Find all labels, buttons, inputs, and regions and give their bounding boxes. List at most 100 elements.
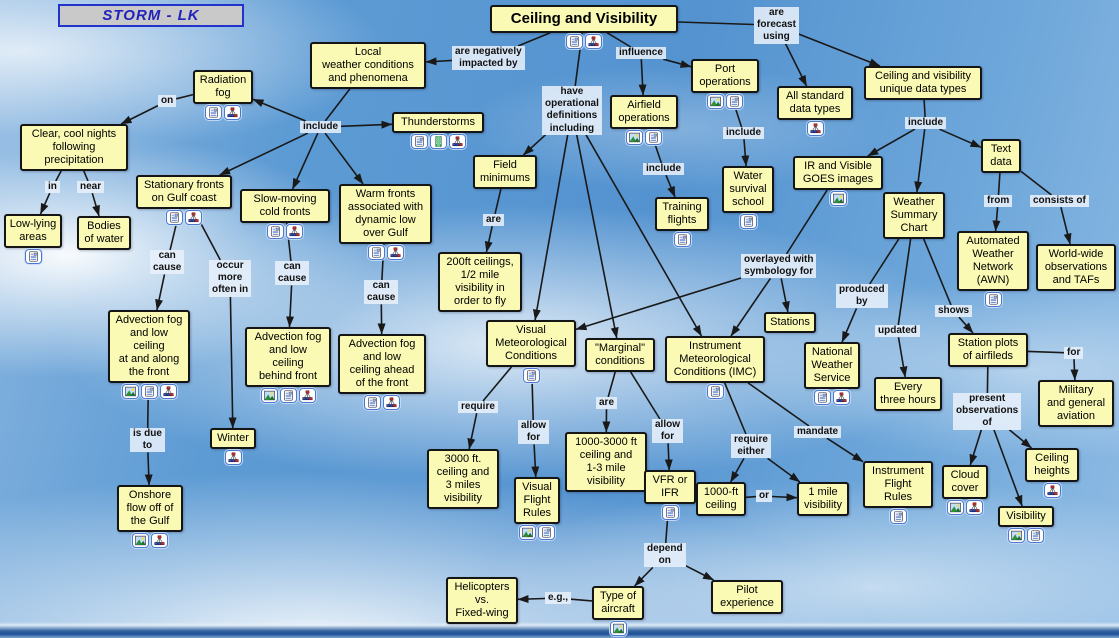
document-resource-icon[interactable]: [739, 213, 757, 229]
concept-node-warmfronts[interactable]: Warm fronts associated with dynamic low …: [339, 184, 432, 260]
concept-map-icon[interactable]: [386, 244, 404, 260]
link-label-L_cc3[interactable]: can cause: [364, 280, 399, 305]
concept-node-airfield[interactable]: Airfield operations: [610, 95, 678, 145]
concept-node-thunder[interactable]: Thunderstorms: [392, 112, 484, 149]
link-label-L_influence[interactable]: influence: [616, 47, 666, 60]
concept-node-cloudcover[interactable]: Cloud cover: [942, 465, 988, 515]
link-label-L_reqeither[interactable]: require either: [731, 434, 771, 459]
link-label-L_areneg[interactable]: are negatively impacted by: [452, 46, 525, 71]
concept-node-winter[interactable]: Winter: [210, 428, 256, 465]
concept-node-imc[interactable]: Instrument Meteorological Conditions (IM…: [665, 336, 765, 399]
document-resource-icon[interactable]: [267, 223, 284, 239]
link-label-L_on[interactable]: on: [158, 95, 177, 108]
link-label-L_near[interactable]: near: [77, 181, 105, 194]
concept-node-slowmov[interactable]: Slow-moving cold fronts: [240, 189, 330, 239]
concept-map-icon[interactable]: [224, 104, 241, 120]
document-resource-icon[interactable]: [538, 524, 555, 540]
image-resource-icon[interactable]: [626, 129, 643, 145]
link-label-L_allowmarg[interactable]: allow for: [652, 419, 684, 444]
concept-node-ceil200[interactable]: 200ft ceilings, 1/2 mile visibility in o…: [438, 252, 522, 312]
concept-node-statfronts[interactable]: Stationary fronts on Gulf coast: [136, 175, 232, 225]
document-resource-icon[interactable]: [726, 93, 743, 109]
link-label-L_shows[interactable]: shows: [935, 305, 973, 318]
link-label-L_allowvmc[interactable]: allow for: [518, 420, 550, 445]
image-resource-icon[interactable]: [829, 190, 847, 206]
concept-node-stations[interactable]: Stations: [764, 312, 816, 333]
video-resource-icon[interactable]: [429, 133, 447, 149]
document-resource-icon[interactable]: [364, 394, 381, 410]
concept-map-icon[interactable]: [185, 209, 202, 225]
concept-node-worldwide[interactable]: World-wide observations and TAFs: [1036, 244, 1116, 291]
concept-node-advahead[interactable]: Advection fog and low ceiling ahead of t…: [338, 334, 426, 410]
concept-node-vmc[interactable]: Visual Meteorological Conditions: [486, 320, 576, 383]
document-resource-icon[interactable]: [205, 104, 222, 120]
concept-node-c3000[interactable]: 3000 ft. ceiling and 3 miles visibility: [427, 449, 499, 509]
document-resource-icon[interactable]: [706, 383, 724, 399]
concept-map-icon[interactable]: [585, 33, 602, 49]
concept-node-local[interactable]: Local weather conditions and phenomena: [310, 42, 426, 89]
image-resource-icon[interactable]: [707, 93, 724, 109]
document-resource-icon[interactable]: [984, 291, 1002, 307]
document-resource-icon[interactable]: [1027, 527, 1044, 543]
concept-node-bodies[interactable]: Bodies of water: [77, 216, 131, 250]
concept-node-advat[interactable]: Advection fog and low ceiling at and alo…: [108, 310, 190, 399]
concept-node-irgoes[interactable]: IR and Visible GOES images: [793, 156, 883, 206]
link-label-L_forecast[interactable]: are forecast using: [754, 7, 799, 44]
document-resource-icon[interactable]: [279, 387, 297, 403]
image-resource-icon[interactable]: [609, 620, 627, 636]
concept-node-c10003000[interactable]: 1000-3000 ft ceiling and 1-3 mile visibi…: [565, 432, 647, 492]
document-resource-icon[interactable]: [522, 367, 540, 383]
link-label-L_aremarg[interactable]: are: [596, 397, 618, 410]
document-resource-icon[interactable]: [410, 133, 428, 149]
concept-map-icon[interactable]: [286, 223, 303, 239]
concept-node-every3[interactable]: Every three hours: [874, 377, 942, 411]
link-label-L_occur[interactable]: occur more often in: [209, 260, 252, 297]
concept-node-marginal[interactable]: "Marginal" conditions: [585, 338, 655, 372]
concept-node-onshore[interactable]: Onshore flow off of the Gulf: [117, 485, 183, 548]
link-label-L_overlay[interactable]: overlayed with symbology for: [741, 254, 817, 279]
link-label-L_inccvu[interactable]: include: [905, 117, 947, 130]
document-resource-icon[interactable]: [166, 209, 183, 225]
link-label-L_incair[interactable]: include: [643, 163, 685, 176]
link-label-L_reqvmc[interactable]: require: [458, 401, 498, 414]
concept-node-ceilhts[interactable]: Ceiling heights: [1025, 448, 1079, 498]
concept-map-icon[interactable]: [1043, 482, 1061, 498]
link-label-L_or[interactable]: or: [756, 490, 772, 503]
link-label-L_cc2[interactable]: can cause: [275, 261, 310, 286]
concept-node-advbehind[interactable]: Advection fog and low ceiling behind fro…: [245, 327, 331, 403]
concept-node-training[interactable]: Training flights: [655, 197, 709, 247]
concept-node-fieldmin[interactable]: Field minimums: [473, 155, 537, 189]
link-label-L_eg[interactable]: e.g.,: [545, 592, 572, 605]
document-resource-icon[interactable]: [673, 231, 691, 247]
concept-map-icon[interactable]: [966, 499, 983, 515]
concept-map-icon[interactable]: [151, 532, 168, 548]
concept-node-allstd[interactable]: All standard data types: [777, 86, 853, 136]
image-resource-icon[interactable]: [1008, 527, 1025, 543]
concept-node-c1000[interactable]: 1000-ft ceiling: [696, 482, 746, 516]
concept-node-mile1[interactable]: 1 mile visibility: [797, 482, 849, 516]
concept-node-textdata[interactable]: Text data: [981, 139, 1021, 173]
link-label-L_haveop[interactable]: have operational definitions including: [542, 86, 602, 135]
document-resource-icon[interactable]: [814, 389, 831, 405]
document-resource-icon[interactable]: [140, 383, 158, 399]
concept-node-vfrules[interactable]: Visual Flight Rules: [514, 477, 560, 540]
concept-node-awn[interactable]: Automated Weather Network (AWN): [957, 231, 1029, 307]
map-title-box[interactable]: STORM - LK: [58, 4, 244, 27]
image-resource-icon[interactable]: [121, 383, 139, 399]
image-resource-icon[interactable]: [132, 532, 149, 548]
document-resource-icon[interactable]: [367, 244, 385, 260]
link-label-L_arefm[interactable]: are: [483, 214, 505, 227]
concept-node-stationplots[interactable]: Station plots of airfileds: [948, 333, 1028, 367]
document-resource-icon[interactable]: [645, 129, 662, 145]
concept-node-military[interactable]: Military and general aviation: [1038, 380, 1114, 427]
concept-node-typeair[interactable]: Type of aircraft: [592, 586, 644, 636]
image-resource-icon[interactable]: [260, 387, 278, 403]
concept-node-vfrifr[interactable]: VFR or IFR: [644, 470, 696, 520]
link-label-L_consists[interactable]: consists of: [1030, 195, 1089, 208]
concept-node-radfog[interactable]: Radiation fog: [193, 70, 253, 120]
link-label-L_depend[interactable]: depend on: [644, 543, 686, 568]
link-label-L_for[interactable]: for: [1064, 347, 1084, 360]
link-label-L_from[interactable]: from: [984, 195, 1013, 208]
image-resource-icon[interactable]: [519, 524, 536, 540]
concept-map-icon[interactable]: [383, 394, 400, 410]
